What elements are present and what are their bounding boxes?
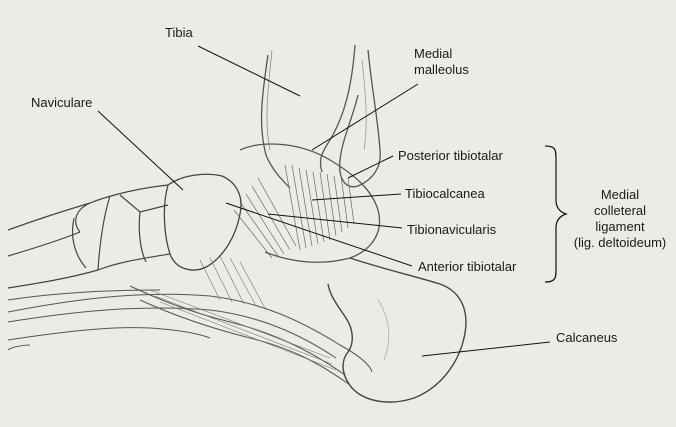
ligament-group-line2: colleteral: [560, 203, 676, 219]
label-medial-malleolus: Medial malleolus: [414, 46, 504, 78]
label-tibiocalcanea: Tibiocalcanea: [405, 186, 485, 202]
label-posterior-tibiotalar: Posterior tibiotalar: [398, 148, 503, 164]
label-naviculare: Naviculare: [31, 95, 92, 111]
label-tibia: Tibia: [165, 25, 193, 41]
label-calcaneus: Calcaneus: [556, 330, 617, 346]
label-tibionavicularis: Tibionavicularis: [407, 222, 496, 238]
label-medial-malleolus-line2: malleolus: [414, 62, 504, 78]
label-medial-malleolus-line1: Medial: [414, 46, 504, 62]
ligament-group-line4: (lig. deltoideum): [560, 235, 676, 251]
ligament-group-line1: Medial: [560, 187, 676, 203]
ligament-group-line3: ligament: [560, 219, 676, 235]
label-anterior-tibiotalar: Anterior tibiotalar: [418, 259, 516, 275]
label-medial-collateral-ligament: Medial colleteral ligament (lig. deltoid…: [560, 187, 676, 251]
